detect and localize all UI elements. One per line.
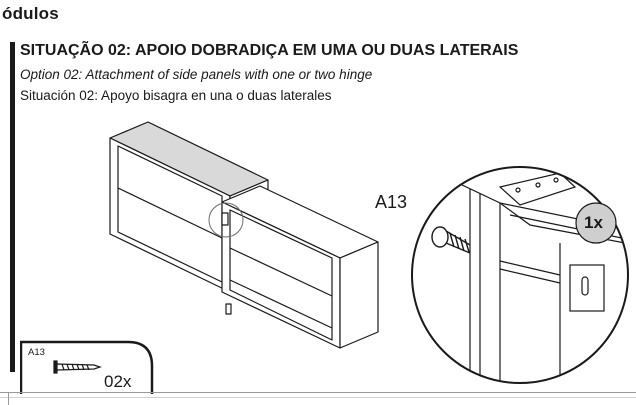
parts-box-code: A13 xyxy=(28,347,45,358)
zoom-circle-outline xyxy=(411,166,629,384)
detail-part-label: A13 xyxy=(375,192,408,212)
bottom-rule-secondary xyxy=(0,397,636,398)
screw-icon xyxy=(53,360,102,374)
bottom-rule xyxy=(0,392,636,393)
bottom-tick xyxy=(8,392,9,405)
quantity-badge-text: 1x xyxy=(584,213,603,232)
left-rule xyxy=(10,42,15,372)
page-heading: SITUAÇÃO 02: APOIO DOBRADIÇA EM UMA OU D… xyxy=(20,42,519,59)
subtitle-english: Option 02: Attachment of side panels wit… xyxy=(20,67,373,82)
parts-box-quantity: 02x xyxy=(104,372,132,391)
hinge-detail-zoom xyxy=(411,166,629,384)
cabinet-illustration xyxy=(109,121,379,349)
parts-box xyxy=(20,340,154,394)
hinge-highlight-circle xyxy=(208,202,244,238)
quantity-badge xyxy=(575,202,617,244)
subtitle-spanish: Situación 02: Apoyo bisagra en una o dua… xyxy=(20,88,332,103)
section-title: ódulos xyxy=(2,4,59,23)
